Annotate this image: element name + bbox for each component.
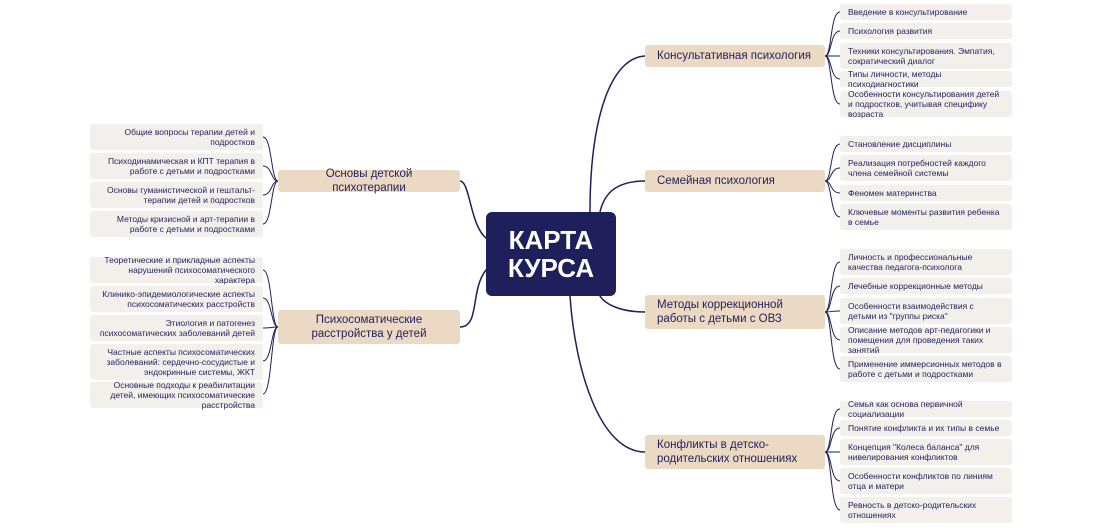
- branch-label: Основы детской психотерапии: [325, 168, 413, 194]
- topic-item[interactable]: Особенности консультирования детей и под…: [840, 89, 1012, 119]
- topic-item[interactable]: Феномен материнства: [840, 185, 1012, 201]
- branch-label: Психосоматические расстройства у детей: [311, 314, 427, 340]
- course-map-title-text: КАРТА КУРСА: [507, 225, 595, 283]
- branch-psychosomatic-disorders[interactable]: Психосоматические расстройства у детей: [278, 310, 460, 344]
- topic-item[interactable]: Техники консультирования. Эмпатия, сокра…: [840, 43, 1012, 69]
- topic-item[interactable]: Общие вопросы терапии детей и подростков: [90, 124, 263, 150]
- topic-item[interactable]: Введение в консультирование: [840, 4, 1012, 20]
- topic-item[interactable]: Психодинамическая и КПТ терапия в работе…: [90, 153, 263, 179]
- topic-item[interactable]: Ключевые моменты развития ребенка в семь…: [840, 204, 1012, 230]
- topic-item[interactable]: Становление дисциплины: [840, 136, 1012, 152]
- topic-item[interactable]: Семья как основа первичной социализации: [840, 399, 1012, 419]
- topic-item[interactable]: Этиология и патогенез психосоматических …: [90, 315, 263, 341]
- topic-item[interactable]: Частные аспекты психосоматических заболе…: [90, 344, 263, 380]
- topic-item[interactable]: Понятие конфликта и их типы в семье: [840, 420, 1012, 436]
- topic-item[interactable]: Методы кризисной и арт-терапии в работе …: [90, 211, 263, 237]
- topic-item[interactable]: Особенности конфликтов по линиям отца и …: [840, 468, 1012, 494]
- topic-item[interactable]: Типы личности, методы психодиагностики: [840, 69, 1012, 89]
- course-map-title: КАРТА КУРСА: [486, 212, 616, 296]
- topic-item[interactable]: Основы гуманистической и гештальт-терапи…: [90, 182, 263, 208]
- topic-item[interactable]: Особенности взаимодействия с детьми из "…: [840, 298, 1012, 324]
- branch-correction-methods[interactable]: Методы коррекционной работы с детьми с О…: [645, 295, 825, 329]
- branch-family-psychology[interactable]: Семейная психология: [645, 170, 825, 192]
- branch-child-psychotherapy[interactable]: Основы детской психотерапии: [278, 168, 460, 194]
- branch-label: Конфликты в детско-родительских отношени…: [657, 439, 798, 465]
- topic-item[interactable]: Ревность в детско-родительских отношения…: [840, 497, 1012, 523]
- topic-item[interactable]: Описание методов арт-педагогики и помеще…: [840, 325, 1012, 355]
- branch-label: Семейная психология: [657, 175, 775, 187]
- topic-item[interactable]: Психология развития: [840, 23, 1012, 39]
- topic-item[interactable]: Теоретические и прикладные аспекты наруш…: [90, 255, 263, 285]
- branch-consulting-psychology[interactable]: Консультативная психология: [645, 45, 825, 67]
- topic-item[interactable]: Личность и профессиональные качества пед…: [840, 249, 1012, 275]
- topic-item[interactable]: Лечебные коррекционные методы: [840, 278, 1012, 294]
- topic-item[interactable]: Реализация потребностей каждого члена се…: [840, 155, 1012, 181]
- topic-item[interactable]: Концепция "Колеса баланса" для нивелиров…: [840, 439, 1012, 465]
- branch-label: Консультативная психология: [657, 50, 811, 62]
- topic-item[interactable]: Основные подходы к реабилитации детей, и…: [90, 380, 263, 410]
- topic-item[interactable]: Клинико-эпидемиологические аспекты психо…: [90, 286, 263, 312]
- branch-parent-child-conflicts[interactable]: Конфликты в детско-родительских отношени…: [645, 435, 825, 469]
- topic-item[interactable]: Применение иммерсионных методов в работе…: [840, 356, 1012, 382]
- branch-label: Методы коррекционной работы с детьми с О…: [657, 299, 783, 325]
